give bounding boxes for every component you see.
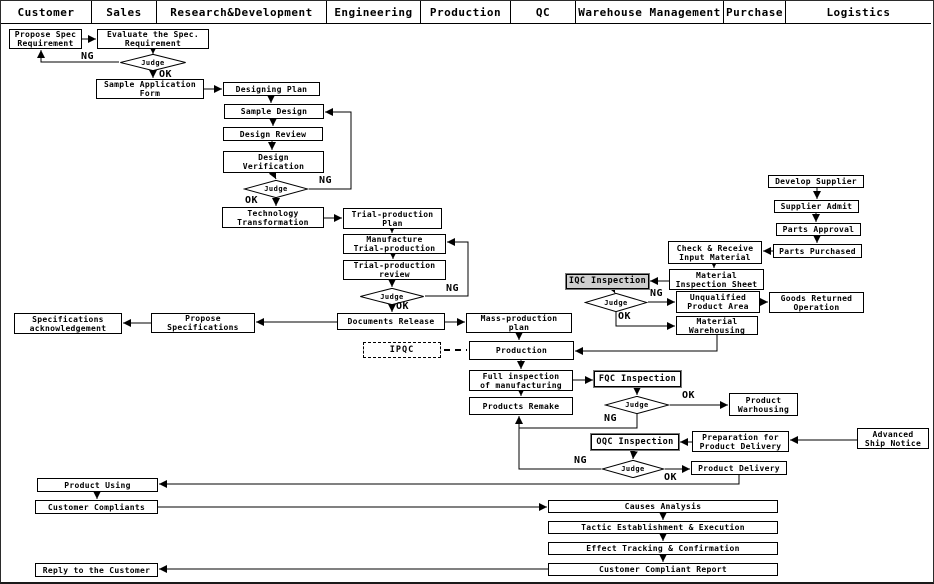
node-designing-plan: Designing Plan [223, 82, 320, 96]
judge-diamond-spec: Judge [119, 54, 187, 71]
edge-label-ng-fqc: NG [604, 413, 618, 424]
edge-label-ng-trial: NG [446, 283, 460, 294]
node-customer-compliant-report: Customer Compliant Report [548, 563, 778, 576]
node-full-inspection-of-manufacturing: Full inspection of manufacturing [469, 370, 573, 391]
header-customer: Customer [1, 1, 92, 23]
node-trial-production-plan: Trial-production Plan [343, 208, 442, 229]
edge-label-ng-design: NG [319, 175, 333, 186]
node-product-using: Product Using [37, 478, 158, 492]
judge-diamond-fqc: Judge [604, 396, 670, 414]
node-technology-transformation: Technology Transformation [222, 207, 324, 228]
node-sample-application-form: Sample Application Form [96, 79, 204, 99]
node-material-warehousing: Material Warehousing [676, 316, 758, 335]
node-effect-tracking-confirmation: Effect Tracking & Confirmation [548, 542, 778, 555]
node-material-inspection-sheet: Material Inspection Sheet [669, 269, 764, 290]
edge-label-ok-iqc: OK [618, 311, 632, 322]
header-logistics: Logistics [826, 5, 891, 19]
node-design-verification: Design Verification [223, 151, 324, 173]
department-header-row: Customer Sales Research&Development Engi… [1, 1, 931, 24]
node-develop-supplier: Develop Supplier [768, 175, 864, 188]
node-advanced-ship-notice: Advanced Ship Notice [857, 428, 929, 449]
edge-label-ng-spec: NG [81, 51, 95, 62]
header-production: Production [421, 1, 511, 23]
edge-label-ng-iqc: NG [650, 288, 664, 299]
node-oqc-inspection: OQC Inspection [591, 434, 679, 450]
judge-diamond-iqc: Judge [584, 293, 648, 312]
edge-label-ok-spec: OK [159, 69, 173, 80]
edge-label-ok-trial: OK [396, 301, 410, 312]
node-evaluate-spec-requirement: Evaluate the Spec. Requirement [97, 29, 209, 49]
node-goods-returned-operation: Goods Returned Operation [769, 292, 864, 313]
node-product-warhousing: Product Warhousing [729, 393, 798, 416]
node-check-receive-input-material: Check & Receive Input Material [668, 241, 762, 264]
node-ipqc: IPQC [363, 342, 441, 358]
judge-diamond-oqc: Judge [601, 460, 665, 478]
node-production: Production [469, 341, 574, 360]
node-unqualified-product-area: Unqualified Product Area [676, 291, 760, 313]
edge-label-ng-oqc: NG [574, 455, 588, 466]
node-parts-purchased: Parts Purchased [773, 244, 862, 258]
node-iqc-inspection: IQC Inspection [566, 274, 649, 289]
node-product-delivery: Product Delivery [691, 461, 787, 475]
judge-diamond-trial-production: Judge [359, 288, 425, 305]
edge-label-ok-oqc: OK [664, 472, 678, 483]
node-propose-spec-requirement: Propose Spec Requirement [9, 29, 82, 49]
node-customer-compliants: Customer Compliants [35, 500, 158, 514]
node-reply-to-the-customer: Reply to the Customer [35, 563, 158, 577]
header-purchase: Purchase [724, 1, 786, 23]
header-qc: QC [511, 1, 576, 23]
node-trial-production-review: Trial-production review [343, 260, 446, 280]
node-mass-production-plan: Mass-production plan [466, 313, 572, 333]
header-warehouse-management: Warehouse Management [576, 1, 724, 23]
edge-label-ok-design: OK [245, 195, 259, 206]
node-parts-approval: Parts Approval [776, 223, 861, 236]
header-sales: Sales [92, 1, 157, 23]
header-engineering: Engineering [327, 1, 421, 23]
node-preparation-for-product-delivery: Preparation for Product Delivery [692, 431, 789, 452]
node-design-review: Design Review [223, 127, 323, 141]
node-products-remake: Products Remake [469, 397, 573, 415]
edge-label-ok-fqc: OK [682, 390, 696, 401]
node-manufacture-trial-production: Manufacture Trial-production [343, 234, 446, 254]
node-propose-specifications: Propose Specifications [151, 313, 255, 333]
node-documents-release: Documents Release [337, 313, 445, 330]
node-causes-analysis: Causes Analysis [548, 500, 778, 513]
judge-diamond-design: Judge [243, 180, 309, 198]
node-specifications-acknowledgement: Specifications acknowledgement [14, 313, 122, 334]
node-supplier-admit: Supplier Admit [774, 200, 859, 213]
header-research-development: Research&Development [157, 1, 327, 23]
node-tactic-establishment-execution: Tactic Establishment & Execution [548, 521, 778, 534]
node-fqc-inspection: FQC Inspection [594, 371, 681, 387]
node-sample-design: Sample Design [224, 104, 324, 119]
